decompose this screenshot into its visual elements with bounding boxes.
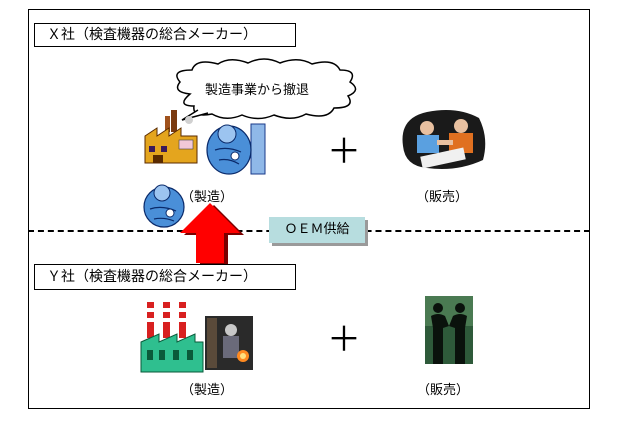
handshake-meeting-icon — [402, 110, 486, 169]
handshake-silhouette-icon — [425, 296, 473, 364]
green-factory-icon — [140, 302, 204, 373]
x-sales-label: （販売） — [416, 190, 469, 205]
x-plus-sign: ＋ — [327, 132, 361, 172]
company-x-title: Ｘ社（検査機器の総合メーカー） — [34, 23, 296, 47]
oem-supply-box: ＯＥＭ供給 — [269, 217, 365, 243]
factory-icon — [144, 110, 198, 164]
y-sales-label: （販売） — [417, 383, 470, 398]
company-y-title: Ｙ社（検査機器の総合メーカー） — [34, 264, 296, 290]
y-plus-sign: ＋ — [327, 320, 361, 360]
withdrawal-callout-icon — [176, 58, 357, 121]
worker-lower-icon — [143, 184, 185, 228]
withdrawal-note: 製造事業から撤退 — [205, 83, 310, 98]
y-manufacturing-label: （製造） — [181, 383, 234, 398]
arrow-up-icon — [180, 203, 244, 265]
x-manufacturing-label: （製造） — [181, 190, 234, 205]
worker-inspecting-icon — [206, 123, 266, 175]
steel-worker-photo-icon — [205, 316, 253, 370]
